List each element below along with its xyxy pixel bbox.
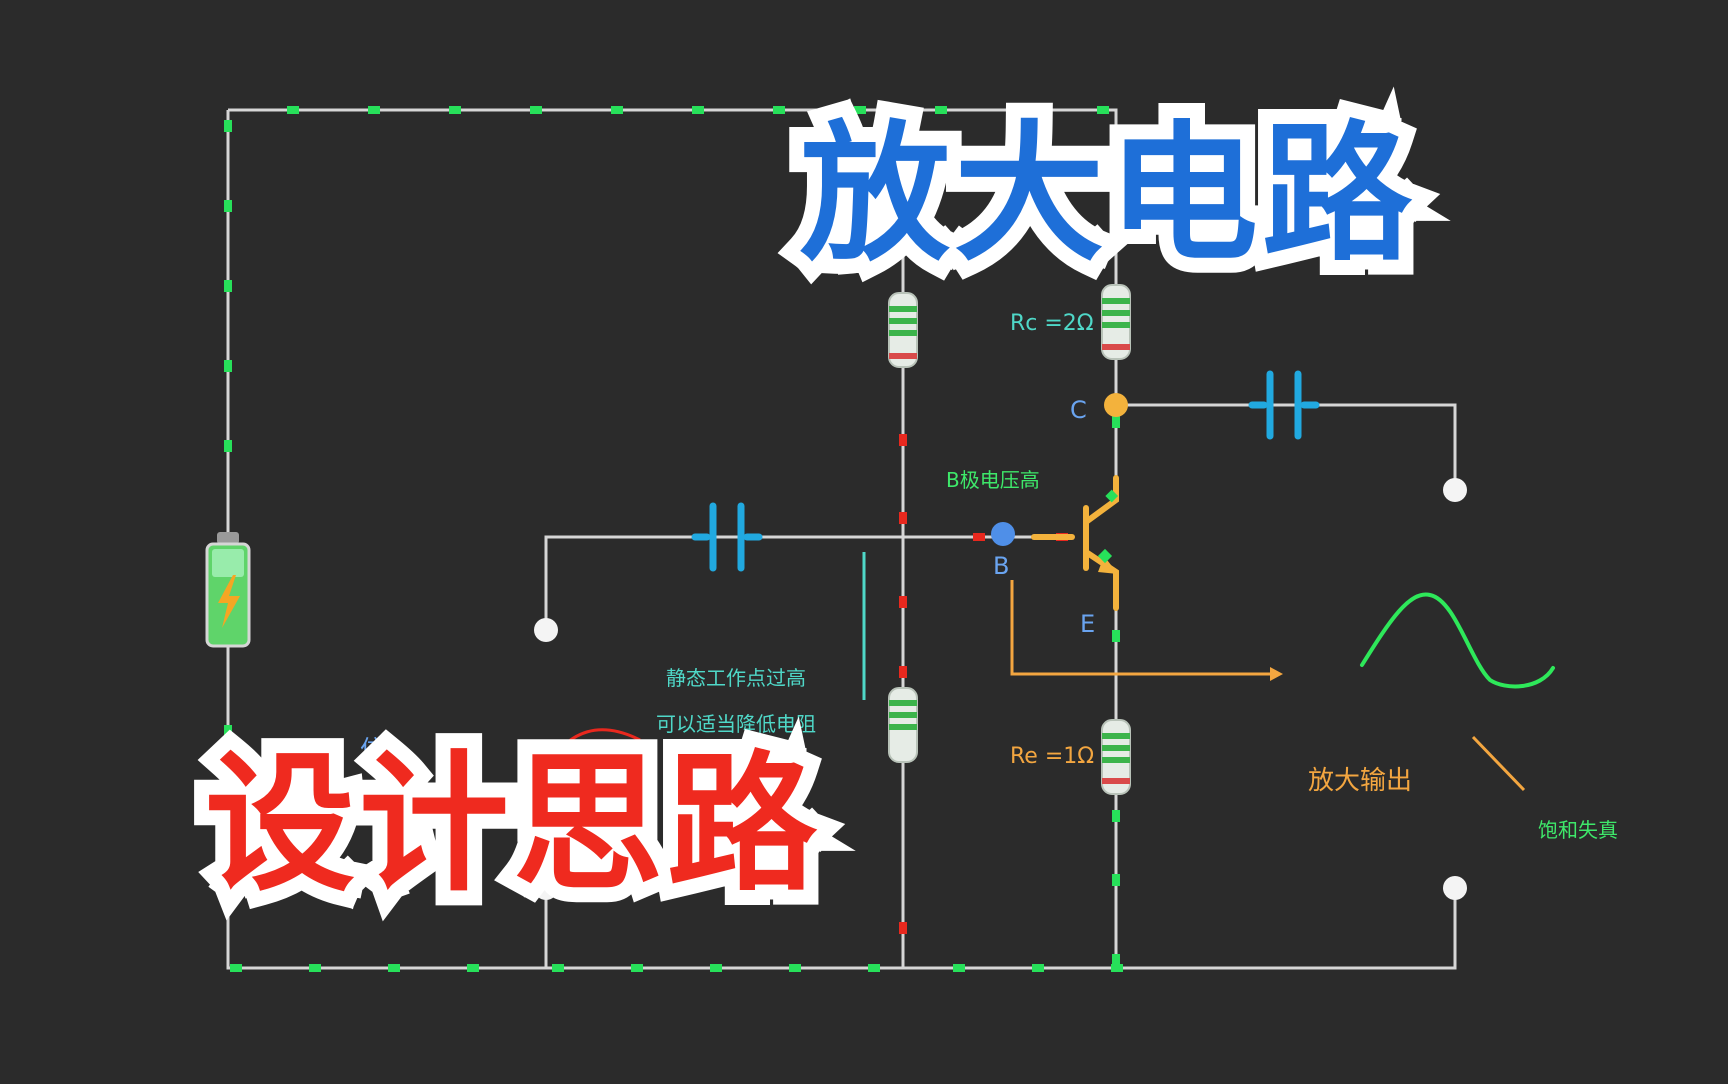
title-bottom: 设计思路 <box>190 725 832 925</box>
b-voltage-label: B极电压高 <box>946 468 1040 492</box>
node-b-label: B <box>993 552 1010 580</box>
transistor[interactable] <box>1031 475 1119 611</box>
node-c-label: C <box>1070 396 1087 424</box>
signal-label-partial: 信 <box>360 736 387 766</box>
resistor-r1[interactable] <box>888 292 918 368</box>
reduce-resistance-label: 可以适当降低电阻 <box>656 712 816 736</box>
node-c-dot[interactable] <box>1104 393 1128 417</box>
output-arrow <box>1010 580 1272 676</box>
re-label: Re =1Ω <box>1010 744 1095 769</box>
capacitor-output[interactable] <box>1248 370 1320 440</box>
input-terminal-bottom[interactable] <box>534 876 558 900</box>
rc-label: Rc =2Ω <box>1010 311 1094 336</box>
node-e-label: E <box>1080 610 1096 638</box>
output-arrow-head <box>1270 667 1283 681</box>
resistor-r2[interactable] <box>888 687 918 763</box>
amplified-waveform <box>1360 592 1555 689</box>
current-markers-green <box>224 106 1123 972</box>
capacitor-input[interactable] <box>691 502 763 572</box>
title-top: 放大电路 <box>785 95 1427 295</box>
resistor-re[interactable] <box>1101 719 1131 795</box>
lightning-icon <box>218 575 240 628</box>
amplified-output-label: 放大输出 <box>1308 766 1413 796</box>
static-point-label: 静态工作点过高 <box>666 666 806 690</box>
node-b-dot[interactable] <box>991 522 1015 546</box>
saturation-distortion-label: 饱和失真 <box>1538 818 1618 842</box>
resistor-rc[interactable] <box>1101 284 1131 360</box>
output-terminal-bottom[interactable] <box>1443 876 1467 900</box>
input-terminal-top[interactable] <box>534 618 558 642</box>
output-terminal-top[interactable] <box>1443 478 1467 502</box>
wire-input <box>544 535 1072 630</box>
current-markers-red <box>899 356 1068 934</box>
wire-output <box>1116 403 1457 490</box>
battery[interactable] <box>205 532 251 648</box>
wire-top <box>228 108 1118 285</box>
distortion-pointer <box>1471 735 1526 792</box>
signal-wire-red <box>546 728 641 766</box>
